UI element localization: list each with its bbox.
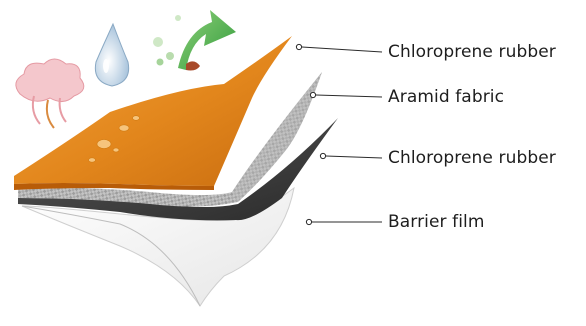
label-barrier-film: Barrier film	[388, 212, 485, 232]
orange-chloroprene-layer	[14, 36, 292, 186]
leader-lines	[296, 44, 382, 224]
water-drop-icon	[95, 24, 128, 86]
steam-cloud-icon	[16, 59, 84, 128]
recycle-arrow-icon	[153, 10, 236, 71]
label-chloroprene-rubber-top: Chloroprene rubber	[388, 42, 556, 62]
label-chloroprene-rubber-middle: Chloroprene rubber	[388, 148, 556, 168]
label-aramid-fabric: Aramid fabric	[388, 87, 504, 107]
